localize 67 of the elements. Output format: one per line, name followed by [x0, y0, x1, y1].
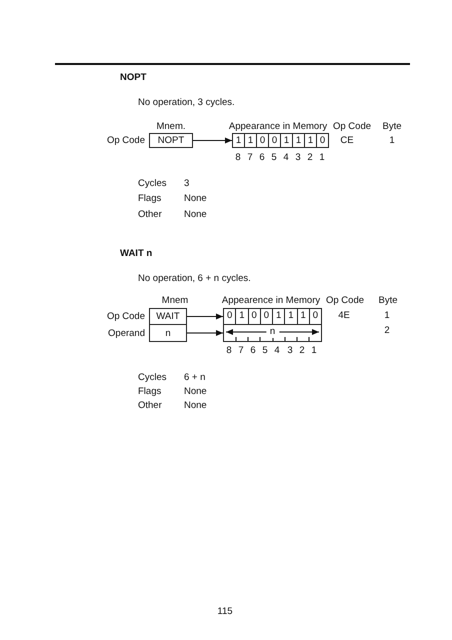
property-label: Other	[138, 209, 162, 221]
cell-value: CE	[340, 135, 354, 147]
description-text: No operation, 3 cycles.	[138, 97, 235, 109]
cell-value: 1	[389, 135, 395, 147]
arrow	[192, 138, 232, 144]
property-value: None	[184, 400, 207, 412]
row-label: Op Code	[106, 135, 145, 147]
bit-value: 0	[318, 134, 326, 147]
section-heading: WAIT n	[120, 248, 152, 260]
bit-number: 7	[238, 345, 244, 357]
bit-number: 4	[274, 345, 280, 357]
cell-value: 2	[384, 325, 390, 337]
page-number: 115	[217, 606, 233, 618]
mnemonic-box: NOPT	[149, 133, 193, 148]
column-header: Mnem.	[156, 121, 186, 133]
bit-value: 1	[281, 134, 293, 147]
column-header: Byte	[378, 295, 398, 307]
property-label: Flags	[138, 193, 162, 205]
mnemonic-box: WAIT	[149, 308, 187, 325]
bit-number: 3	[287, 345, 293, 357]
description-text: No operation, 6 + n cycles.	[138, 273, 251, 285]
row-label: Operand	[108, 328, 145, 340]
property-value: None	[184, 193, 207, 205]
property-label: Other	[138, 400, 162, 412]
bit-value: 0	[312, 309, 320, 323]
bit-value: 0	[269, 134, 281, 147]
property-value: None	[184, 386, 207, 398]
bit-number: 6	[250, 345, 256, 357]
bit-number: 5	[271, 152, 277, 164]
section-heading: NOPT	[120, 72, 146, 84]
bit-number: 7	[247, 152, 253, 164]
property-label: Flags	[138, 386, 162, 398]
field-label: n	[266, 326, 280, 338]
arrow	[186, 314, 224, 320]
bit-number: 4	[283, 152, 289, 164]
cell-value: 1	[384, 310, 390, 322]
property-label: Cycles	[138, 178, 167, 190]
bit-value: 1	[293, 134, 305, 147]
memory-byte-box	[232, 133, 329, 148]
bit-number: 6	[259, 152, 265, 164]
column-header: Mnem	[162, 295, 188, 307]
column-header: Byte	[382, 121, 402, 133]
bit-value: 1	[245, 134, 257, 147]
bit-number: 3	[295, 152, 301, 164]
bit-number: 1	[311, 345, 317, 357]
bit-number: 8	[226, 345, 232, 357]
property-value: 6 + n	[184, 372, 206, 384]
row-label: Op Code	[106, 311, 145, 323]
bit-number: 1	[319, 152, 325, 164]
column-header: Appearence in Memory	[222, 295, 320, 307]
property-value: None	[184, 209, 207, 221]
arrow	[186, 330, 224, 336]
column-header: Op Code	[332, 121, 372, 133]
property-value: 3	[184, 178, 190, 190]
bit-number: 2	[307, 152, 313, 164]
bit-number: 5	[262, 345, 268, 357]
operand-box: n	[149, 324, 187, 342]
bit-value: 0	[257, 134, 269, 147]
bit-value: 1	[233, 134, 245, 147]
memory-byte-box	[223, 308, 322, 325]
cell-value: 4E	[338, 310, 350, 322]
bit-value: 1	[305, 134, 317, 147]
column-header: Op Code	[326, 295, 364, 307]
bit-number: 8	[235, 152, 241, 164]
column-header: Appearance in Memory	[228, 121, 328, 133]
property-label: Cycles	[138, 372, 167, 384]
bit-number: 2	[299, 345, 305, 357]
